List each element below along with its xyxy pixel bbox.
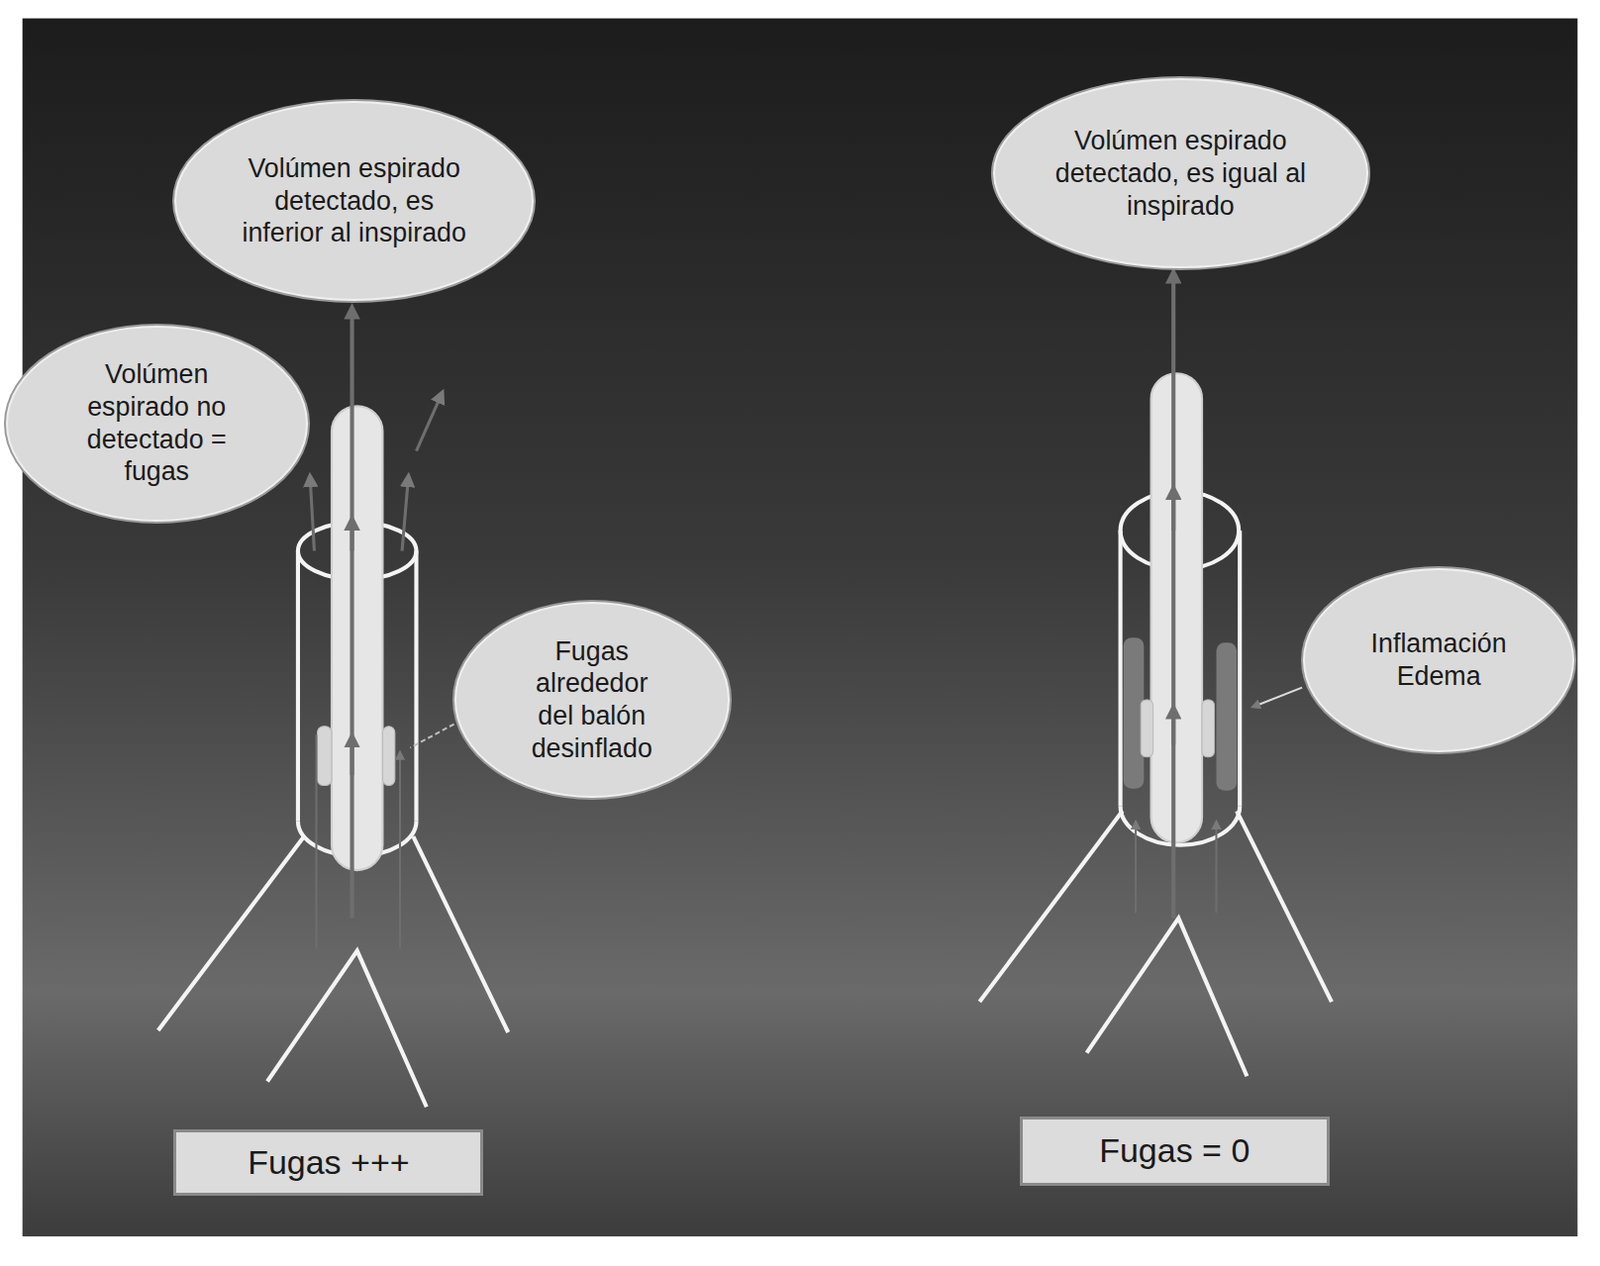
callout-ellipse: Fugas alrededor del balón desinflado bbox=[454, 601, 730, 799]
callout-text: Fugas alrededor del balón desinflado bbox=[514, 635, 669, 766]
callout-text: Fugas = 0 bbox=[1031, 1130, 1318, 1172]
right-tube bbox=[1123, 373, 1237, 843]
background-panel bbox=[22, 18, 1579, 1238]
left-tube bbox=[317, 405, 396, 871]
status-box: Fugas = 0 bbox=[1019, 1116, 1330, 1187]
callout-text: Volúmen espirado detectado, es igual al … bbox=[1052, 124, 1308, 222]
left-flow-arrows bbox=[286, 310, 462, 949]
callout-ellipse: Volúmen espirado no detectado = fugas bbox=[5, 325, 308, 522]
right-flow-arrows bbox=[1135, 275, 1302, 918]
callout-text: Volúmen espirado detectado, es inferior … bbox=[231, 152, 477, 250]
callout-ellipse: Volúmen espirado detectado, es igual al … bbox=[993, 78, 1368, 269]
status-box: Fugas +++ bbox=[173, 1129, 484, 1197]
callout-text: Volúmen espirado no detectado = fugas bbox=[54, 358, 259, 489]
callout-ellipse: Inflamación Edema bbox=[1302, 568, 1575, 753]
callout-ellipse: Volúmen espirado detectado, es inferior … bbox=[174, 100, 534, 301]
callout-text: Fugas +++ bbox=[185, 1142, 472, 1184]
callout-text: Inflamación Edema bbox=[1357, 627, 1521, 693]
